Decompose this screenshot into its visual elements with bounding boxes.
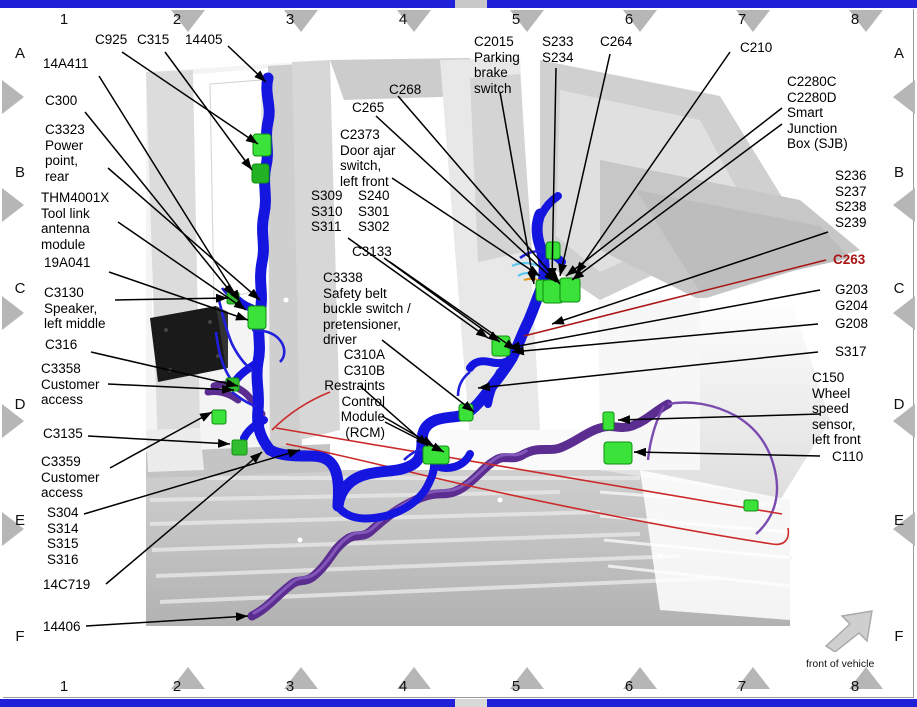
callout-c110[interactable]: C110 xyxy=(832,449,864,464)
callout-c265[interactable]: C265 xyxy=(352,100,385,115)
ruler-right-row-d: D xyxy=(893,396,905,413)
callout-19a041[interactable]: 19A041 xyxy=(44,255,91,270)
ruler-top-col-7: 7 xyxy=(737,11,747,28)
ruler-marker-left-a xyxy=(2,80,24,114)
ruler-marker-top-2 xyxy=(284,10,318,32)
ruler-left-row-a: A xyxy=(14,45,25,62)
ruler-bottom-col-1: 1 xyxy=(59,678,69,695)
scrollbar-bottom[interactable] xyxy=(0,699,917,707)
ruler-top-col-1: 1 xyxy=(59,11,69,28)
ruler-marker-left-c xyxy=(2,296,24,330)
callout-s240-group[interactable]: S240 S301 S302 xyxy=(358,188,390,234)
callout-c2280-sjb[interactable]: C2280C C2280D Smart Junction Box (SJB) xyxy=(787,74,848,151)
ruler-marker-top-6 xyxy=(736,10,770,32)
ruler-left-row-f: F xyxy=(15,628,25,645)
callout-s309-group[interactable]: S309 S310 S311 xyxy=(311,188,343,234)
ruler-bottom-col-8: 8 xyxy=(850,678,860,695)
callout-c315[interactable]: C315 xyxy=(137,32,170,47)
ruler-bottom-col-4: 4 xyxy=(398,678,408,695)
ruler-marker-bottom-1 xyxy=(171,667,205,689)
callout-c268[interactable]: C268 xyxy=(389,82,422,97)
ruler-top-col-3: 3 xyxy=(285,11,295,28)
scrollbar-bottom-thumb[interactable] xyxy=(455,699,487,707)
ruler-marker-bottom-5 xyxy=(623,667,657,689)
ruler-top-col-6: 6 xyxy=(624,11,634,28)
ruler-right-row-c: C xyxy=(893,280,905,297)
ruler-top-col-2: 2 xyxy=(172,11,182,28)
callout-14405[interactable]: 14405 xyxy=(185,32,223,47)
ruler-marker-bottom-2 xyxy=(284,667,318,689)
ruler-right-row-a: A xyxy=(893,45,904,62)
callout-s233-group[interactable]: S233 S234 xyxy=(542,34,574,65)
front-of-vehicle-label: front of vehicle xyxy=(806,658,875,670)
ruler-marker-top-3 xyxy=(397,10,431,32)
callout-c925[interactable]: C925 xyxy=(95,32,128,47)
callout-c2015[interactable]: C2015 Parking brake switch xyxy=(474,34,520,96)
callout-c210[interactable]: C210 xyxy=(740,40,773,55)
callout-c3130[interactable]: C3130 Speaker, left middle xyxy=(44,285,106,331)
callout-c150[interactable]: C150 Wheel speed sensor, left front xyxy=(812,370,861,447)
ruler-marker-bottom-6 xyxy=(736,667,770,689)
callout-c310-rcm[interactable]: C310A C310B Restraints Control Module (R… xyxy=(324,347,385,440)
ruler-left-row-e: E xyxy=(14,512,25,529)
callout-s317[interactable]: S317 xyxy=(835,344,867,359)
callout-c3135[interactable]: C3135 xyxy=(43,426,83,441)
ruler-marker-right-a xyxy=(893,80,915,114)
callout-c3133[interactable]: C3133 xyxy=(352,244,392,259)
ruler-bottom-col-5: 5 xyxy=(511,678,521,695)
callout-g203-g204[interactable]: G203 G204 xyxy=(835,282,869,313)
callout-14a411[interactable]: 14A411 xyxy=(43,56,89,71)
callout-c263[interactable]: C263 xyxy=(833,252,866,267)
ruler-top-col-4: 4 xyxy=(398,11,408,28)
ruler-bottom-col-3: 3 xyxy=(285,678,295,695)
ruler-marker-right-e xyxy=(893,512,915,546)
ruler-marker-top-1 xyxy=(171,10,205,32)
ruler-bottom-col-6: 6 xyxy=(624,678,634,695)
scrollbar-top-thumb[interactable] xyxy=(455,0,487,8)
ruler-marker-top-7 xyxy=(849,10,883,32)
red-circuit xyxy=(271,391,790,546)
speaker-module xyxy=(150,306,228,382)
ruler-left-row-c: C xyxy=(14,280,26,297)
ruler-right-row-b: B xyxy=(893,164,904,181)
ruler-marker-top-4 xyxy=(510,10,544,32)
front-of-vehicle-arrow-icon xyxy=(824,610,873,652)
callout-s304-group[interactable]: S304 S314 S315 S316 xyxy=(47,505,79,567)
callout-c3358[interactable]: C3358 Customer access xyxy=(41,361,100,407)
ruler-marker-left-b xyxy=(2,188,24,222)
leader-line-c263 xyxy=(523,259,827,337)
ruler-bottom-col-2: 2 xyxy=(172,678,182,695)
callout-thm4001x[interactable]: THM4001X Tool link antenna module xyxy=(41,190,110,252)
ruler-bottom-col-7: 7 xyxy=(737,678,747,695)
ruler-top-col-5: 5 xyxy=(511,11,521,28)
ruler-marker-bottom-3 xyxy=(397,667,431,689)
callout-c264[interactable]: C264 xyxy=(600,34,633,49)
callout-c3338[interactable]: C3338 Safety belt buckle switch / preten… xyxy=(323,270,411,347)
callout-14c719[interactable]: 14C719 xyxy=(43,577,91,592)
ruler-marker-right-b xyxy=(893,188,915,222)
ruler-left-row-b: B xyxy=(14,164,25,181)
ruler-left-row-d: D xyxy=(14,396,26,413)
callout-c300[interactable]: C300 xyxy=(45,93,78,108)
callout-14406[interactable]: 14406 xyxy=(43,619,81,634)
callout-c2373[interactable]: C2373 Door ajar switch, left front xyxy=(340,127,396,189)
scrollbar-top[interactable] xyxy=(0,0,917,8)
ruler-marker-bottom-7 xyxy=(849,667,883,689)
ruler-marker-bottom-4 xyxy=(510,667,544,689)
ruler-marker-right-d xyxy=(893,404,915,438)
ruler-right-row-e: E xyxy=(893,512,904,529)
ruler-marker-right-c xyxy=(893,296,915,330)
leader-lines xyxy=(83,45,829,627)
ruler-marker-left-e xyxy=(2,512,24,546)
ruler-marker-left-d xyxy=(2,404,24,438)
ruler-right-row-f: F xyxy=(894,628,904,645)
callout-c3359[interactable]: C3359 Customer access xyxy=(41,454,100,500)
callout-c316[interactable]: C316 xyxy=(45,337,78,352)
callout-c3323[interactable]: C3323 Power point, rear xyxy=(45,122,85,184)
ruler-marker-top-5 xyxy=(623,10,657,32)
callout-g208[interactable]: G208 xyxy=(835,316,869,331)
ruler-top-col-8: 8 xyxy=(850,11,860,28)
callout-s236-group[interactable]: S236 S237 S238 S239 xyxy=(835,168,867,230)
